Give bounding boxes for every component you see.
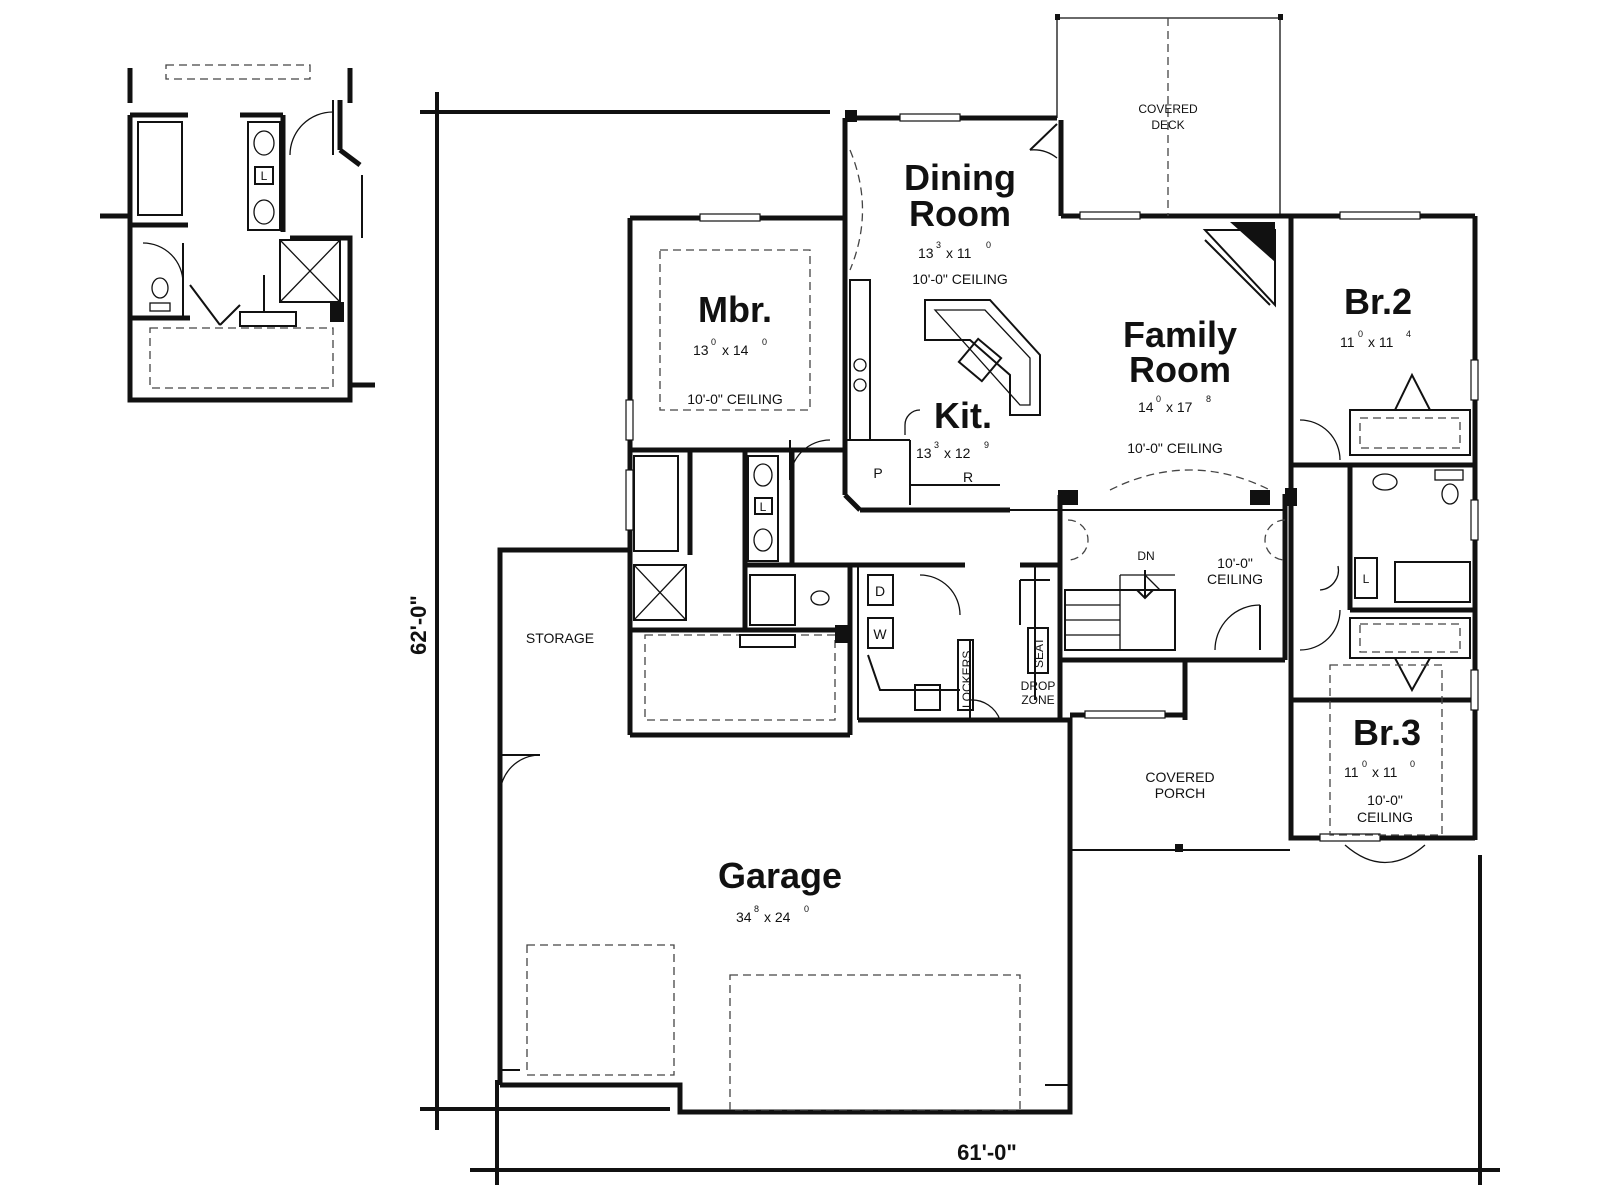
dining-ceiling: 10'-0" CEILING (912, 271, 1008, 287)
drop-zone-label-2: ZONE (1021, 693, 1054, 707)
dining-size-b: x 11 (946, 245, 972, 261)
dining-size-a-sup: 3 (936, 240, 941, 250)
garage-doors (500, 944, 1070, 1111)
garage-label: Garage (718, 855, 842, 896)
family-size-b-sup: 8 (1206, 394, 1211, 404)
covered-deck: COVERED DECK (1055, 14, 1283, 216)
family-room-label-2: Room (1129, 349, 1231, 390)
alternate-master-bath-inset: L (100, 64, 375, 403)
covered-porch-label-1: COVERED (1145, 769, 1214, 785)
mbr-size-b: x 14 (722, 342, 749, 358)
dining-size-b-sup: 0 (986, 240, 991, 250)
dining-size-a: 13 (918, 245, 934, 261)
covered-deck-label-1: COVERED (1138, 102, 1198, 116)
br3-ceiling-2: CEILING (1357, 809, 1413, 825)
br2-size-b-sup: 4 (1406, 329, 1411, 339)
laundry-fixtures: D W LOCKERS SEAT DROP ZONE (867, 574, 1056, 711)
room-labels: Dining Room 13 3 x 11 0 10'-0" CEILING M… (526, 157, 1421, 925)
interior-walls (630, 447, 1475, 720)
kitchen-size-b-sup: 9 (984, 440, 989, 450)
kitchen-label: Kit. (934, 395, 992, 436)
columns (845, 110, 1297, 852)
br2-size-a: 11 (1340, 334, 1355, 350)
family-size-b: x 17 (1166, 399, 1193, 415)
kitchen-size-a-sup: 3 (934, 440, 939, 450)
br2-size-a-sup: 0 (1358, 329, 1363, 339)
master-ceiling-outline (659, 249, 811, 411)
foyer-ceiling-1: 10'-0" (1217, 555, 1253, 571)
fireplace (1202, 222, 1276, 308)
br3-size-a-sup: 0 (1362, 759, 1367, 769)
covered-porch-label-2: PORCH (1155, 785, 1206, 801)
dining-room-label-1: Dining (904, 157, 1016, 198)
family-room-label-1: Family (1123, 314, 1237, 355)
hall-bath-and-closets: L (1291, 372, 1475, 693)
garage-size-b-sup: 0 (804, 904, 809, 914)
mbr-size-a: 13 (693, 342, 709, 358)
mbr-size-a-sup: 0 (711, 337, 716, 347)
family-size-a-sup: 0 (1156, 394, 1161, 404)
foyer-ceiling-2: CEILING (1207, 571, 1263, 587)
kitchen-size-a: 13 (916, 445, 932, 461)
bedroom-2-label: Br.2 (1344, 281, 1412, 322)
exterior-walls (497, 115, 1478, 1115)
br3-size-a: 11 (1344, 764, 1359, 780)
bedroom-3-label: Br.3 (1353, 712, 1421, 753)
stairs-down-label: DN (1137, 549, 1154, 563)
br3-size-b: x 11 (1372, 764, 1398, 780)
family-ceiling: 10'-0" CEILING (1127, 440, 1223, 456)
storage-label: STORAGE (526, 630, 594, 646)
master-bedroom-label: Mbr. (698, 289, 772, 330)
seat-label: SEAT (1032, 637, 1046, 668)
depth-dimension-label: 62'-0" (406, 595, 431, 655)
covered-deck-label-2: DECK (1151, 118, 1184, 132)
family-size-a: 14 (1138, 399, 1154, 415)
kitchen-size-b: x 12 (944, 445, 971, 461)
kitchen-fixtures: P R (845, 279, 1041, 505)
doors (499, 123, 1426, 864)
br3-ceiling-outline (1329, 664, 1443, 836)
garage-size-b: x 24 (764, 909, 791, 925)
lockers-label: LOCKERS (960, 651, 974, 708)
refrigerator-label: R (963, 469, 973, 485)
drop-zone-label-1: DROP (1021, 679, 1056, 693)
pantry-label: P (873, 465, 882, 481)
br3-ceiling-1: 10'-0" (1367, 792, 1403, 808)
washer-label: W (873, 626, 887, 642)
stairs: DN (1064, 549, 1176, 651)
windows (625, 113, 1479, 842)
width-dimension-label: 61'-0" (957, 1140, 1017, 1165)
dryer-label: D (875, 583, 885, 599)
linen-label-hall: L (1363, 572, 1370, 586)
dining-room-label-2: Room (909, 193, 1011, 234)
linen-label-inset: L (261, 169, 268, 183)
garage-size-a: 34 (736, 909, 752, 925)
master-bath-fixtures: L (633, 455, 849, 721)
linen-label-master: L (760, 500, 767, 514)
br3-size-b-sup: 0 (1410, 759, 1415, 769)
garage-size-a-sup: 8 (754, 904, 759, 914)
mbr-size-b-sup: 0 (762, 337, 767, 347)
mbr-ceiling: 10'-0" CEILING (687, 391, 783, 407)
dimension-lines: 62'-0" 61'-0" (406, 92, 1500, 1185)
br2-size-b: x 11 (1368, 334, 1394, 350)
